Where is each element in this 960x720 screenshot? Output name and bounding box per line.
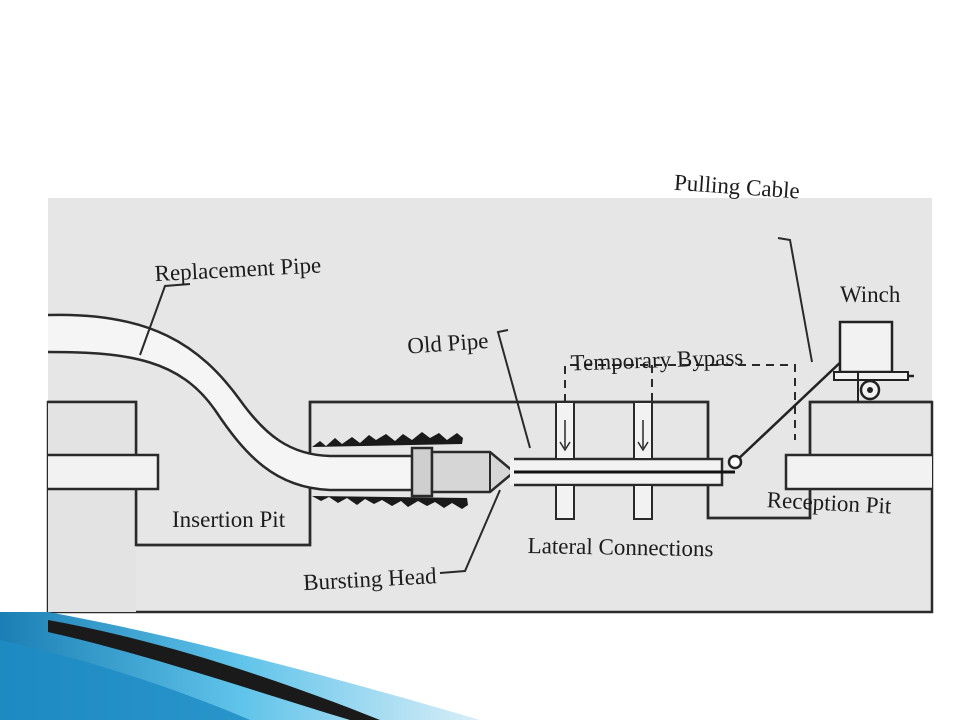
label-insertion-pit: Insertion Pit (172, 507, 286, 532)
replacement-pipe (47, 313, 420, 492)
label-winch: Winch (840, 282, 901, 307)
label-lateral-connections: Lateral Connections (527, 533, 713, 561)
old-pipe (510, 457, 735, 487)
bursting-head (410, 446, 516, 498)
ground-surface (46, 400, 934, 614)
winch-icon (833, 320, 914, 402)
lateral-connections (555, 401, 653, 520)
label-pulling-cable: Pulling Cable (673, 170, 800, 204)
pulling-cable (727, 357, 846, 470)
label-temporary-bypass: Temporary Bypass (570, 344, 744, 375)
label-bursting-head: Bursting Head (303, 563, 438, 595)
leader-lines (139, 237, 813, 574)
slide-swoosh-decoration (0, 612, 480, 720)
temporary-bypass-line (564, 364, 796, 440)
label-reception-pit: Reception Pit (766, 487, 892, 519)
fractured-soil (312, 432, 468, 509)
label-replacement-pipe: Replacement Pipe (154, 252, 322, 286)
host-pipe-right (784, 453, 932, 491)
host-pipe-left (48, 453, 160, 491)
label-old-pipe: Old Pipe (407, 328, 490, 359)
